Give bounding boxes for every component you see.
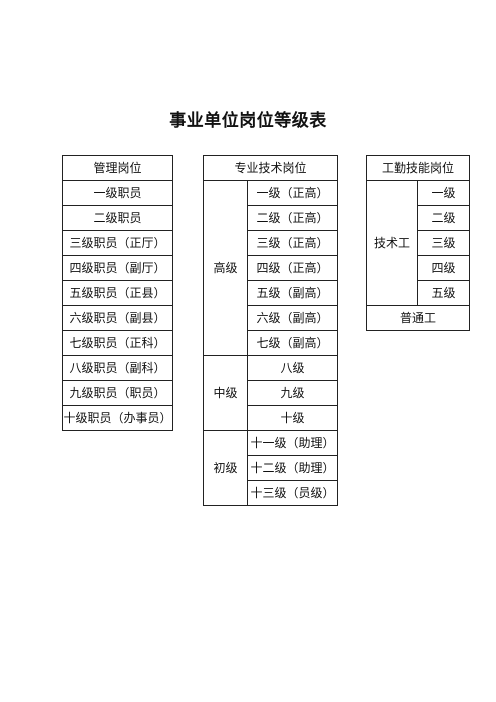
- management-level-6: 六级职员（副县）: [62, 305, 173, 331]
- management-level-4: 四级职员（副厅）: [62, 255, 173, 281]
- technical-header: 专业技术岗位: [202, 155, 339, 181]
- technical-level-4: 四级（正高）: [246, 255, 339, 281]
- labor-header: 工勤技能岗位: [365, 155, 471, 181]
- labor-level-1: 一级: [416, 180, 471, 206]
- table-row: 三级: [367, 230, 471, 256]
- table-row: 六级职员（副县）: [62, 305, 173, 331]
- table-header-row: 工勤技能岗位: [365, 155, 471, 181]
- table-row: 九级: [204, 380, 339, 406]
- technical-level-13: 十三级（员级）: [246, 480, 339, 506]
- table-row: 中级 八级: [203, 355, 339, 431]
- labor-positions-table: 工勤技能岗位 技术工 一级 二级 三级 四级 五级 普通工: [365, 155, 471, 331]
- technical-level-8: 八级: [246, 355, 339, 381]
- table-row: 六级（副高）: [204, 305, 339, 331]
- table-row: 五级职员（正县）: [62, 280, 173, 306]
- table-row: 四级: [367, 255, 471, 281]
- table-row: 初级 十一级（助理）: [203, 430, 339, 506]
- technical-level-9: 九级: [246, 380, 339, 406]
- table-row: 十级职员（办事员）: [62, 405, 173, 431]
- management-level-7: 七级职员（正科）: [62, 330, 173, 356]
- technical-group-junior: 初级: [203, 430, 248, 506]
- table-header-row: 专业技术岗位: [202, 155, 339, 181]
- table-row: 三级职员（正厅）: [62, 230, 173, 256]
- labor-group-general: 普通工: [365, 305, 471, 331]
- labor-level-3: 三级: [416, 230, 471, 256]
- table-row: 五级: [367, 280, 471, 306]
- technical-positions-table: 专业技术岗位 高级 一级（正高） 二级（正高） 三级（正高） 四级（正高） 五级…: [202, 155, 339, 506]
- technical-group-intermediate: 中级: [203, 355, 248, 431]
- table-row: 七级（副高）: [204, 330, 339, 356]
- table-row: 一级职员: [62, 180, 173, 206]
- management-level-1: 一级职员: [62, 180, 173, 206]
- table-row: 十三级（员级）: [204, 480, 339, 506]
- management-level-3: 三级职员（正厅）: [62, 230, 173, 256]
- table-row: 四级职员（副厅）: [62, 255, 173, 281]
- technical-level-7: 七级（副高）: [246, 330, 339, 356]
- labor-level-5: 五级: [416, 280, 471, 306]
- table-row: 二级（正高）: [204, 205, 339, 231]
- table-row: 三级（正高）: [204, 230, 339, 256]
- technical-level-5: 五级（副高）: [246, 280, 339, 306]
- table-header-row: 管理岗位: [62, 155, 173, 181]
- management-level-9: 九级职员（职员）: [62, 380, 173, 406]
- technical-level-6: 六级（副高）: [246, 305, 339, 331]
- table-row: 五级（副高）: [204, 280, 339, 306]
- labor-group-skilled: 技术工: [366, 180, 418, 306]
- management-level-8: 八级职员（副科）: [62, 355, 173, 381]
- table-row: 八级职员（副科）: [62, 355, 173, 381]
- technical-level-1: 一级（正高）: [246, 180, 339, 206]
- management-positions-table: 管理岗位 一级职员 二级职员 三级职员（正厅） 四级职员（副厅） 五级职员（正县…: [62, 155, 173, 431]
- page-title: 事业单位岗位等级表: [169, 111, 327, 131]
- technical-level-3: 三级（正高）: [246, 230, 339, 256]
- labor-level-4: 四级: [416, 255, 471, 281]
- technical-level-11: 十一级（助理）: [246, 430, 339, 456]
- table-row: 高级 一级（正高）: [203, 180, 339, 356]
- table-row: 普通工: [365, 305, 471, 331]
- technical-level-2: 二级（正高）: [246, 205, 339, 231]
- management-level-10: 十级职员（办事员）: [62, 405, 173, 431]
- table-row: 技术工 一级: [366, 180, 471, 306]
- table-row: 十级: [204, 405, 339, 431]
- table-row: 十二级（助理）: [204, 455, 339, 481]
- table-row: 七级职员（正科）: [62, 330, 173, 356]
- labor-level-2: 二级: [416, 205, 471, 231]
- technical-group-senior: 高级: [203, 180, 248, 356]
- management-level-2: 二级职员: [62, 205, 173, 231]
- table-row: 二级职员: [62, 205, 173, 231]
- technical-level-10: 十级: [246, 405, 339, 431]
- management-level-5: 五级职员（正县）: [62, 280, 173, 306]
- table-row: 九级职员（职员）: [62, 380, 173, 406]
- table-row: 二级: [367, 205, 471, 231]
- technical-level-12: 十二级（助理）: [246, 455, 339, 481]
- management-header: 管理岗位: [62, 155, 173, 181]
